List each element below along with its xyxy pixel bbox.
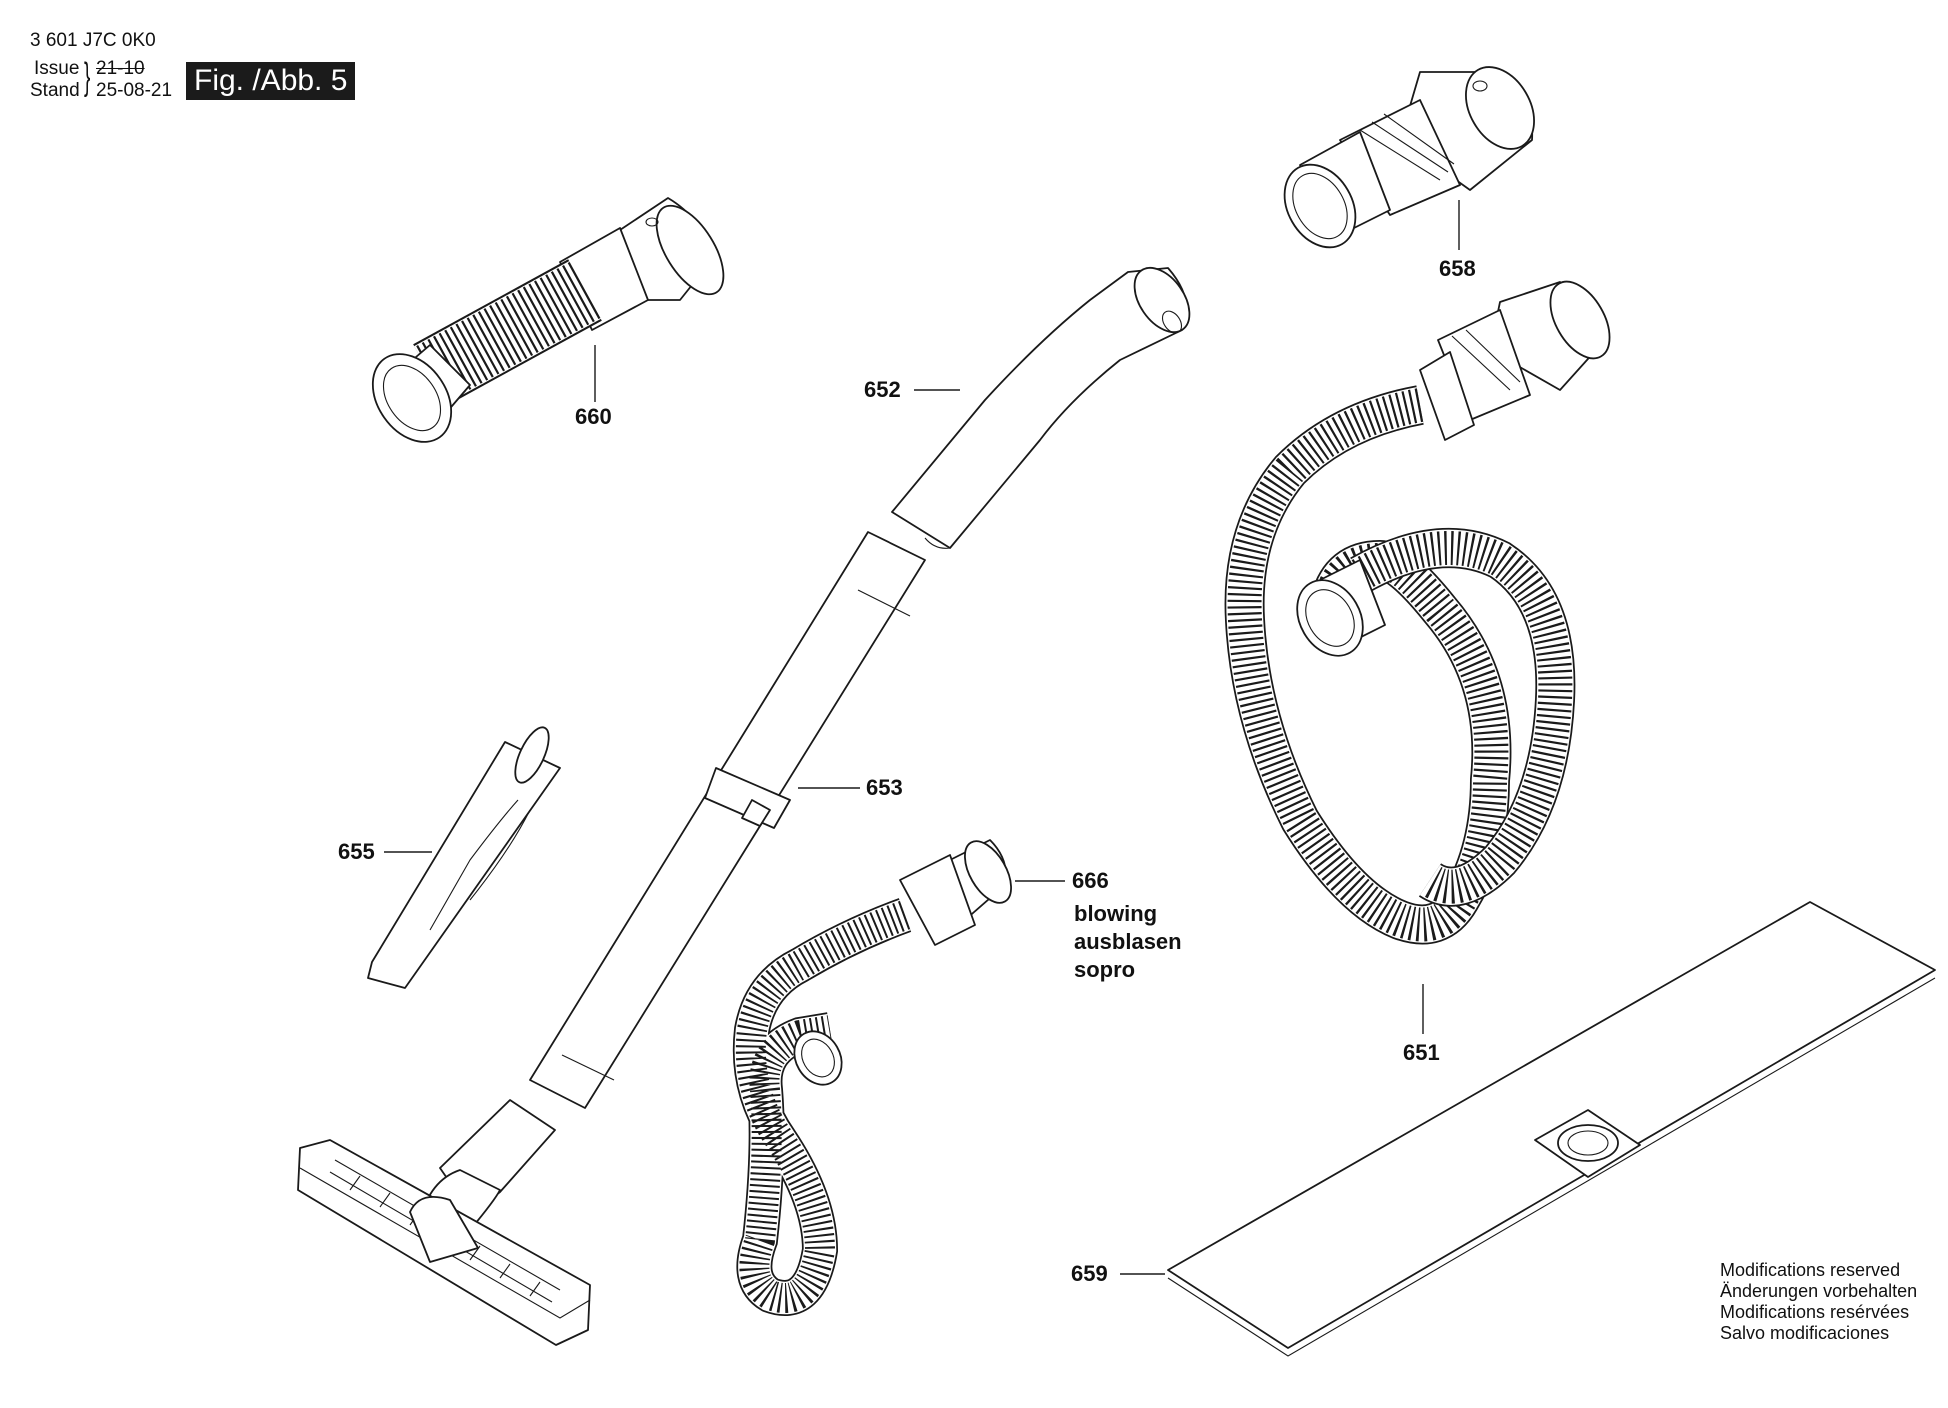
part-658-adapter [1270,55,1548,260]
callout-666: 666 [1072,868,1109,893]
blowing-note-de: ausblasen [1074,929,1182,954]
modifications-note-de: Änderungen vorbehalten [1720,1281,1918,1301]
figure-label: Fig. /Abb. 5 [186,62,356,100]
callout-651: 651 [1403,1040,1440,1065]
callout-652: 652 [864,377,901,402]
part-655-crevice-nozzle [368,723,560,988]
blowing-note-pt: sopro [1074,957,1136,982]
part-652-curved-handle [892,258,1201,548]
stand-label: Stand [30,80,80,101]
stand-value: 25-08-21 [96,80,173,101]
modifications-note-es: Salvo modificaciones [1720,1323,1890,1343]
part-659-filter-bag [1168,902,1935,1356]
header-brace: } [84,56,91,98]
issue-value: 21-10 [96,58,145,79]
part-660-hose-sleeve [357,195,737,457]
callout-660: 660 [575,404,612,429]
modifications-note: Modifications reserved Änderungen vorbeh… [1720,1260,1917,1344]
callout-659: 659 [1071,1261,1108,1286]
callout-653: 653 [866,775,903,800]
callout-658: 658 [1439,256,1476,281]
part-651-suction-hose [1245,272,1622,925]
modifications-note-fr: Modifications resérvées [1720,1302,1910,1322]
floor-nozzle [298,1100,590,1345]
callout-655: 655 [338,839,375,864]
part-653-extension-tube [530,532,925,1108]
blowing-note-en: blowing [1074,901,1158,926]
doc-number: 3 601 J7C 0K0 [30,30,156,51]
blowing-note: blowing ausblasen sopro [1074,900,1182,984]
modifications-note-en: Modifications reserved [1720,1260,1901,1280]
issue-label: Issue [34,58,80,79]
part-666-blowing-hose [751,834,1021,1298]
